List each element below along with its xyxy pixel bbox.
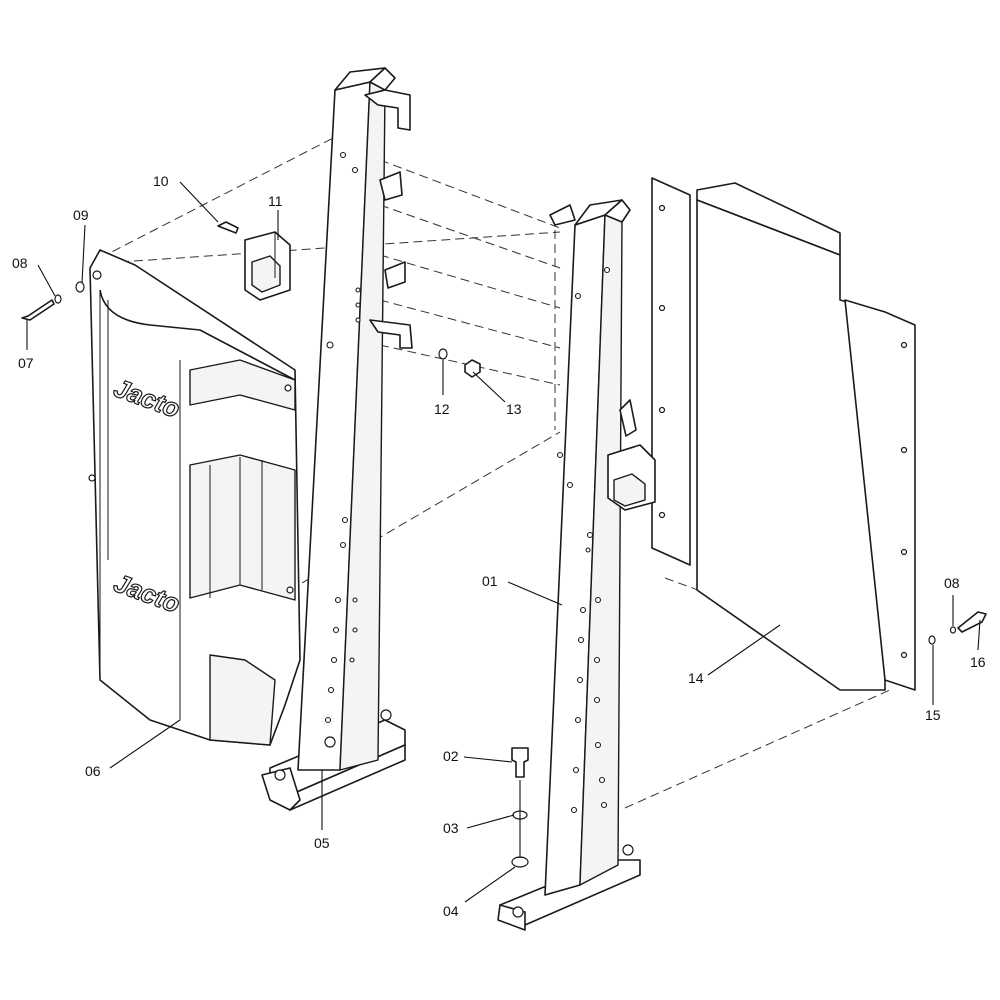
- callout-09: 09: [73, 207, 89, 223]
- callout-02: 02: [443, 748, 459, 764]
- callout-06: 06: [85, 763, 101, 779]
- left-support-post: [261, 67, 413, 811]
- left-post-holes: [324, 151, 361, 724]
- leader-lines: [26, 181, 981, 903]
- holder-bracket-left: [244, 231, 291, 301]
- callout-16: 16: [970, 654, 986, 670]
- callout-10: 10: [153, 173, 169, 189]
- callout-11: 11: [268, 193, 283, 209]
- callout-12: 12: [434, 401, 450, 417]
- right-post-holes: [556, 266, 611, 814]
- callout-04: 04: [443, 903, 459, 919]
- front-cover-shield: Jacto Jacto: [88, 249, 301, 746]
- fasteners: [21, 221, 987, 868]
- callout-13: 13: [506, 401, 522, 417]
- right-support-post: [497, 199, 656, 931]
- callout-08-right: 08: [944, 575, 960, 591]
- callout-labels: 10 11 09 08 07 12 13 01 06 05 02 03 04 1…: [12, 173, 986, 919]
- callout-05: 05: [314, 835, 330, 851]
- callout-03: 03: [443, 820, 459, 836]
- callout-01: 01: [482, 573, 498, 589]
- callout-08-left: 08: [12, 255, 28, 271]
- cross-brackets: [379, 171, 406, 289]
- callout-14: 14: [688, 670, 704, 686]
- callout-15: 15: [925, 707, 941, 723]
- callout-07: 07: [18, 355, 34, 371]
- rear-shield-panel: [651, 177, 916, 691]
